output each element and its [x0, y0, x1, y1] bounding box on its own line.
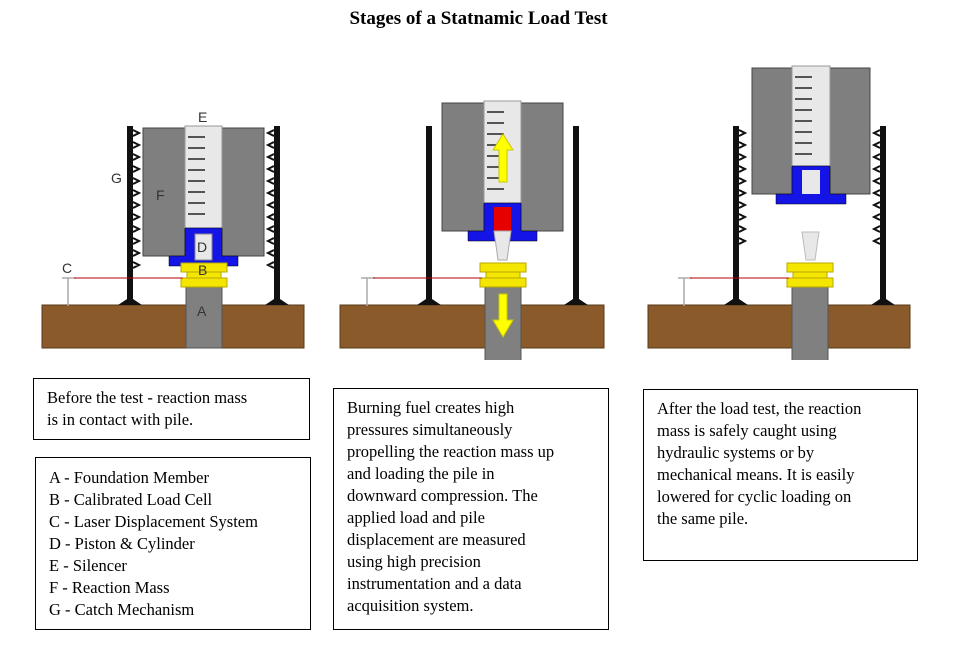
- page-title: Stages of a Statnamic Load Test: [349, 8, 608, 29]
- legend-item: D - Piston & Cylinder: [49, 534, 195, 553]
- label-b: B: [198, 262, 207, 278]
- piston-rod: [801, 231, 820, 261]
- stage1-diagram: E G F D C B A: [41, 109, 305, 349]
- caption-stage3: After the load test, the reaction mass i…: [643, 389, 918, 561]
- caption-line: mass is safely caught using: [657, 421, 837, 440]
- load-cell: [180, 262, 228, 288]
- load-cell: [479, 262, 527, 288]
- soil: [41, 304, 305, 349]
- stage3-diagram: [647, 65, 911, 360]
- caption-line: After the load test, the reaction: [657, 399, 862, 418]
- laser-displacement: [361, 277, 482, 306]
- pile: [791, 281, 829, 360]
- catch-mechanism-right: [564, 126, 588, 305]
- caption-line: Burning fuel creates high: [347, 398, 515, 417]
- caption-line: downward compression. The: [347, 486, 538, 505]
- stage2-diagram: [339, 100, 605, 360]
- piston-cylinder: [775, 165, 847, 205]
- reaction-mass: [142, 127, 265, 257]
- caption-line: applied load and pile: [347, 508, 485, 527]
- caption-line: displacement are measured: [347, 530, 526, 549]
- piston-cylinder: [467, 202, 538, 261]
- up-arrow-icon: [492, 133, 514, 183]
- soil: [647, 304, 911, 349]
- caption-line: pressures simultaneously: [347, 420, 513, 439]
- legend-item: F - Reaction Mass: [49, 578, 170, 597]
- label-c: C: [62, 260, 72, 276]
- soil: [339, 304, 605, 349]
- load-cell: [786, 262, 834, 288]
- caption-line: mechanical means. It is easily: [657, 465, 855, 484]
- piston-cylinder: [168, 227, 239, 267]
- caption-stage1: Before the test - reaction mass is in co…: [33, 378, 310, 440]
- legend-item: B - Calibrated Load Cell: [49, 490, 213, 509]
- label-a: A: [197, 303, 207, 319]
- legend-item: C - Laser Displacement System: [49, 512, 258, 531]
- legend-item: A - Foundation Member: [49, 468, 209, 487]
- legend-item: G - Catch Mechanism: [49, 600, 195, 619]
- silencer: [184, 125, 223, 229]
- catch-mechanism-right: [871, 126, 895, 305]
- reaction-mass: [751, 67, 871, 195]
- label-f: F: [156, 187, 165, 203]
- label-g: G: [111, 170, 122, 186]
- caption-line: acquisition system.: [347, 596, 474, 615]
- legend-box: A - Foundation Member B - Calibrated Loa…: [35, 457, 311, 630]
- caption-line: instrumentation and a data: [347, 574, 522, 593]
- legend-item: E - Silencer: [49, 556, 127, 575]
- catch-mechanism-left: [118, 126, 142, 305]
- caption-line: Before the test - reaction mass: [47, 388, 248, 407]
- down-arrow-icon: [492, 293, 514, 338]
- catch-mechanism-left: [724, 126, 748, 305]
- laser-displacement: [678, 277, 789, 306]
- caption-line: the same pile.: [657, 509, 749, 528]
- pile: [185, 286, 223, 349]
- caption-line: lowered for cyclic loading on: [657, 487, 852, 506]
- catch-mechanism-right: [265, 126, 289, 305]
- caption-line: propelling the reaction mass up: [347, 442, 555, 461]
- caption-line: and loading the pile in: [347, 464, 495, 483]
- caption-line: hydraulic systems or by: [657, 443, 815, 462]
- label-e: E: [198, 109, 207, 125]
- caption-stage2: Burning fuel creates high pressures simu…: [333, 388, 609, 630]
- catch-mechanism-left: [417, 126, 441, 305]
- laser-displacement: [62, 277, 183, 306]
- silencer: [791, 65, 831, 167]
- caption-line: is in contact with pile.: [47, 410, 194, 429]
- caption-line: using high precision: [347, 552, 481, 571]
- label-d: D: [197, 239, 207, 255]
